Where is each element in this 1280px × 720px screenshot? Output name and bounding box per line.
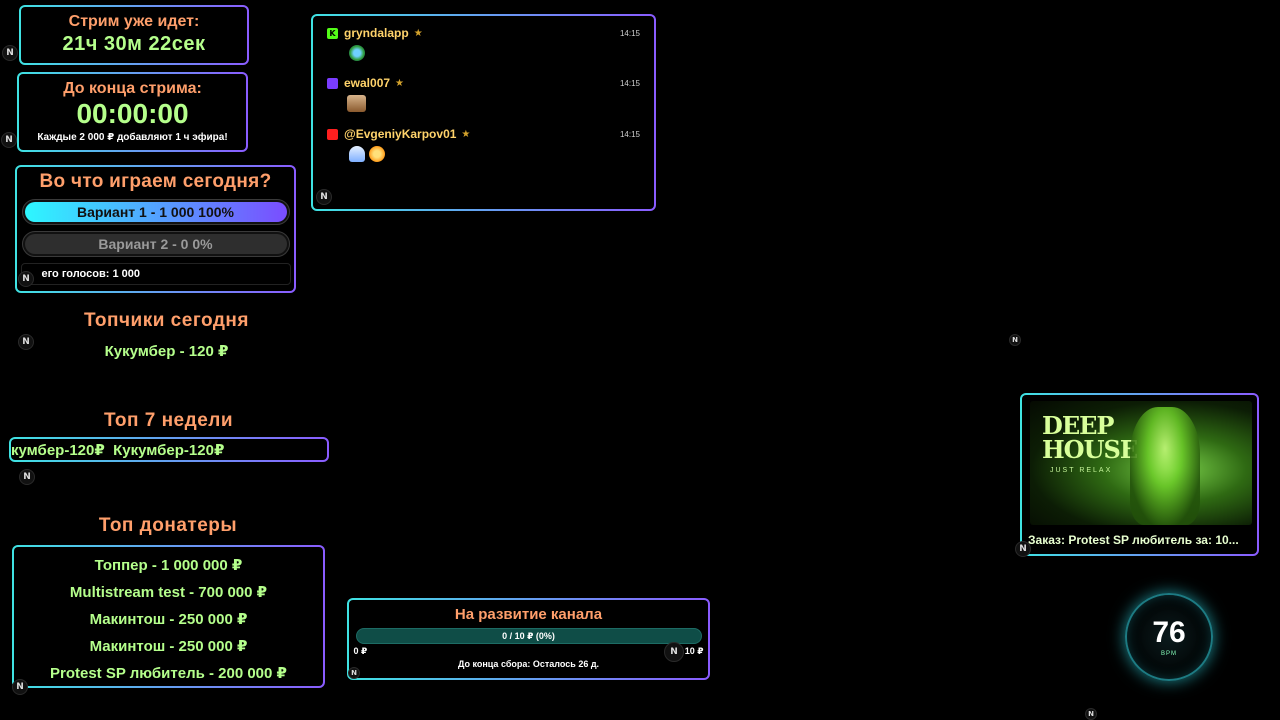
fundraiser-min-label: 0 ₽	[353, 646, 368, 656]
stream-end-title: До конца стрима:	[63, 80, 202, 97]
stream-uptime-panel: Стрим уже идет: 21ч 30м 22сек	[19, 5, 249, 65]
widget-badge-icon[interactable]: N	[12, 679, 28, 695]
cover-title-2: HOUSE	[1042, 435, 1138, 464]
top-week-title: Топ 7 недели	[103, 410, 234, 431]
vote-panel: Во что играем сегодня? Вариант 1 - 1 000…	[15, 165, 296, 293]
now-playing-caption: Заказ: Protest SP любитель за: 10...	[1028, 533, 1239, 547]
chat-time: 14:15	[619, 78, 640, 88]
top-week-ticker-text: кумбер-120₽ Кукумбер-120₽	[11, 442, 225, 459]
fire-hand-emote-icon	[369, 146, 385, 162]
vote-option[interactable]: Вариант 2 - 0 0%	[21, 231, 290, 257]
chat-time: 14:15	[619, 129, 640, 139]
top-donors-panel: Топпер - 1 000 000 ₽ Multistream test - …	[12, 545, 325, 688]
fundraiser-progress-text: 0 / 10 ₽ (0%)	[502, 630, 555, 641]
stream-end-timer-panel: До конца стрима: 00:00:00 Каждые 2 000 ₽…	[17, 72, 248, 152]
heart-rate-widget: 76 BPM	[1125, 593, 1213, 681]
vote-option-fill: Вариант 1 - 1 000 100%	[24, 202, 287, 222]
chat-panel: K gryndalapp ★ 14:15 ewal007 ★ 14:15 @Ev…	[311, 14, 656, 211]
donor-entry: Protest SP любитель - 200 000 ₽	[50, 665, 287, 682]
fundraiser-progress-bar: 0 / 10 ₽ (0%)	[355, 628, 702, 644]
star-icon: ★	[413, 27, 423, 39]
globe-emote-icon	[349, 45, 365, 61]
widget-badge-icon[interactable]: N	[18, 334, 34, 350]
widget-badge-icon[interactable]: N	[19, 469, 35, 485]
donor-entry: Multistream test - 700 000 ₽	[69, 584, 268, 601]
widget-badge-icon[interactable]: N	[316, 189, 332, 205]
star-icon: ★	[395, 77, 405, 89]
top-today-title: Топчики сегодня	[84, 310, 249, 331]
top-week-ticker: кумбер-120₽ Кукумбер-120₽	[9, 437, 329, 462]
chat-username[interactable]: @EvgeniyKarpov01	[344, 127, 457, 141]
fundraiser-title: На развитие канала	[454, 606, 603, 623]
stream-uptime-value: 21ч 30м 22сек	[62, 33, 206, 55]
chat-time: 14:15	[619, 28, 640, 38]
vote-total: его голосов: 1 000	[20, 263, 291, 285]
chat-message: ewal007 ★ 14:15	[327, 75, 640, 117]
chat-username[interactable]: gryndalapp	[344, 26, 409, 40]
youtube-icon	[327, 128, 338, 140]
face-emote-icon	[347, 95, 366, 112]
fundraiser-panel: На развитие канала 0 / 10 ₽ (0%) 0 ₽ 10 …	[347, 598, 710, 680]
donor-entry: Макинтош - 250 000 ₽	[89, 611, 248, 628]
widget-badge-icon[interactable]: N	[348, 667, 360, 679]
album-cover: DEEP HOUSE JUST RELAX	[1030, 401, 1252, 525]
star-icon: ★	[461, 128, 471, 140]
chat-message: K gryndalapp ★ 14:15	[327, 25, 640, 66]
ghost-emote-icon	[349, 146, 365, 162]
widget-badge-icon[interactable]: N	[1085, 708, 1097, 720]
now-playing-panel: DEEP HOUSE JUST RELAX Заказ: Protest SP …	[1020, 393, 1259, 556]
fundraiser-max-label: 10 ₽	[684, 646, 704, 656]
widget-badge-icon[interactable]: N	[1009, 334, 1021, 346]
kick-icon: K	[327, 27, 338, 39]
vote-option[interactable]: Вариант 1 - 1 000 100%	[21, 199, 290, 225]
widget-badge-icon[interactable]: N	[18, 271, 34, 287]
vote-option-fill: Вариант 2 - 0 0%	[24, 234, 287, 254]
top-today-entry: Кукумбер - 120 ₽	[104, 343, 229, 360]
widget-badge-icon[interactable]: N	[664, 642, 684, 662]
fundraiser-remaining: До конца сбора: Осталось 26 д.	[457, 659, 600, 669]
top-donors-title: Топ донатеры	[98, 515, 238, 536]
singer-silhouette	[1130, 407, 1200, 525]
bpm-value: 76	[1152, 615, 1186, 649]
stream-end-note: Каждые 2 000 ₽ добавляют 1 ч эфира!	[37, 132, 228, 143]
stream-uptime-title: Стрим уже идет:	[68, 13, 200, 30]
twitch-icon	[327, 77, 338, 89]
vote-question: Во что играем сегодня?	[39, 171, 272, 192]
donor-entry: Топпер - 1 000 000 ₽	[94, 557, 243, 574]
donor-entry: Макинтош - 250 000 ₽	[89, 638, 248, 655]
bpm-unit: BPM	[1160, 650, 1177, 657]
chat-username[interactable]: ewal007	[344, 76, 391, 90]
widget-badge-icon[interactable]: N	[2, 45, 18, 61]
chat-message: @EvgeniyKarpov01 ★ 14:15	[327, 126, 640, 167]
cover-subtitle: JUST RELAX	[1050, 467, 1113, 474]
stream-end-value: 00:00:00	[76, 98, 189, 129]
widget-badge-icon[interactable]: N	[1, 132, 17, 148]
widget-badge-icon[interactable]: N	[1015, 541, 1031, 557]
cover-title-1: DEEP	[1042, 411, 1114, 440]
